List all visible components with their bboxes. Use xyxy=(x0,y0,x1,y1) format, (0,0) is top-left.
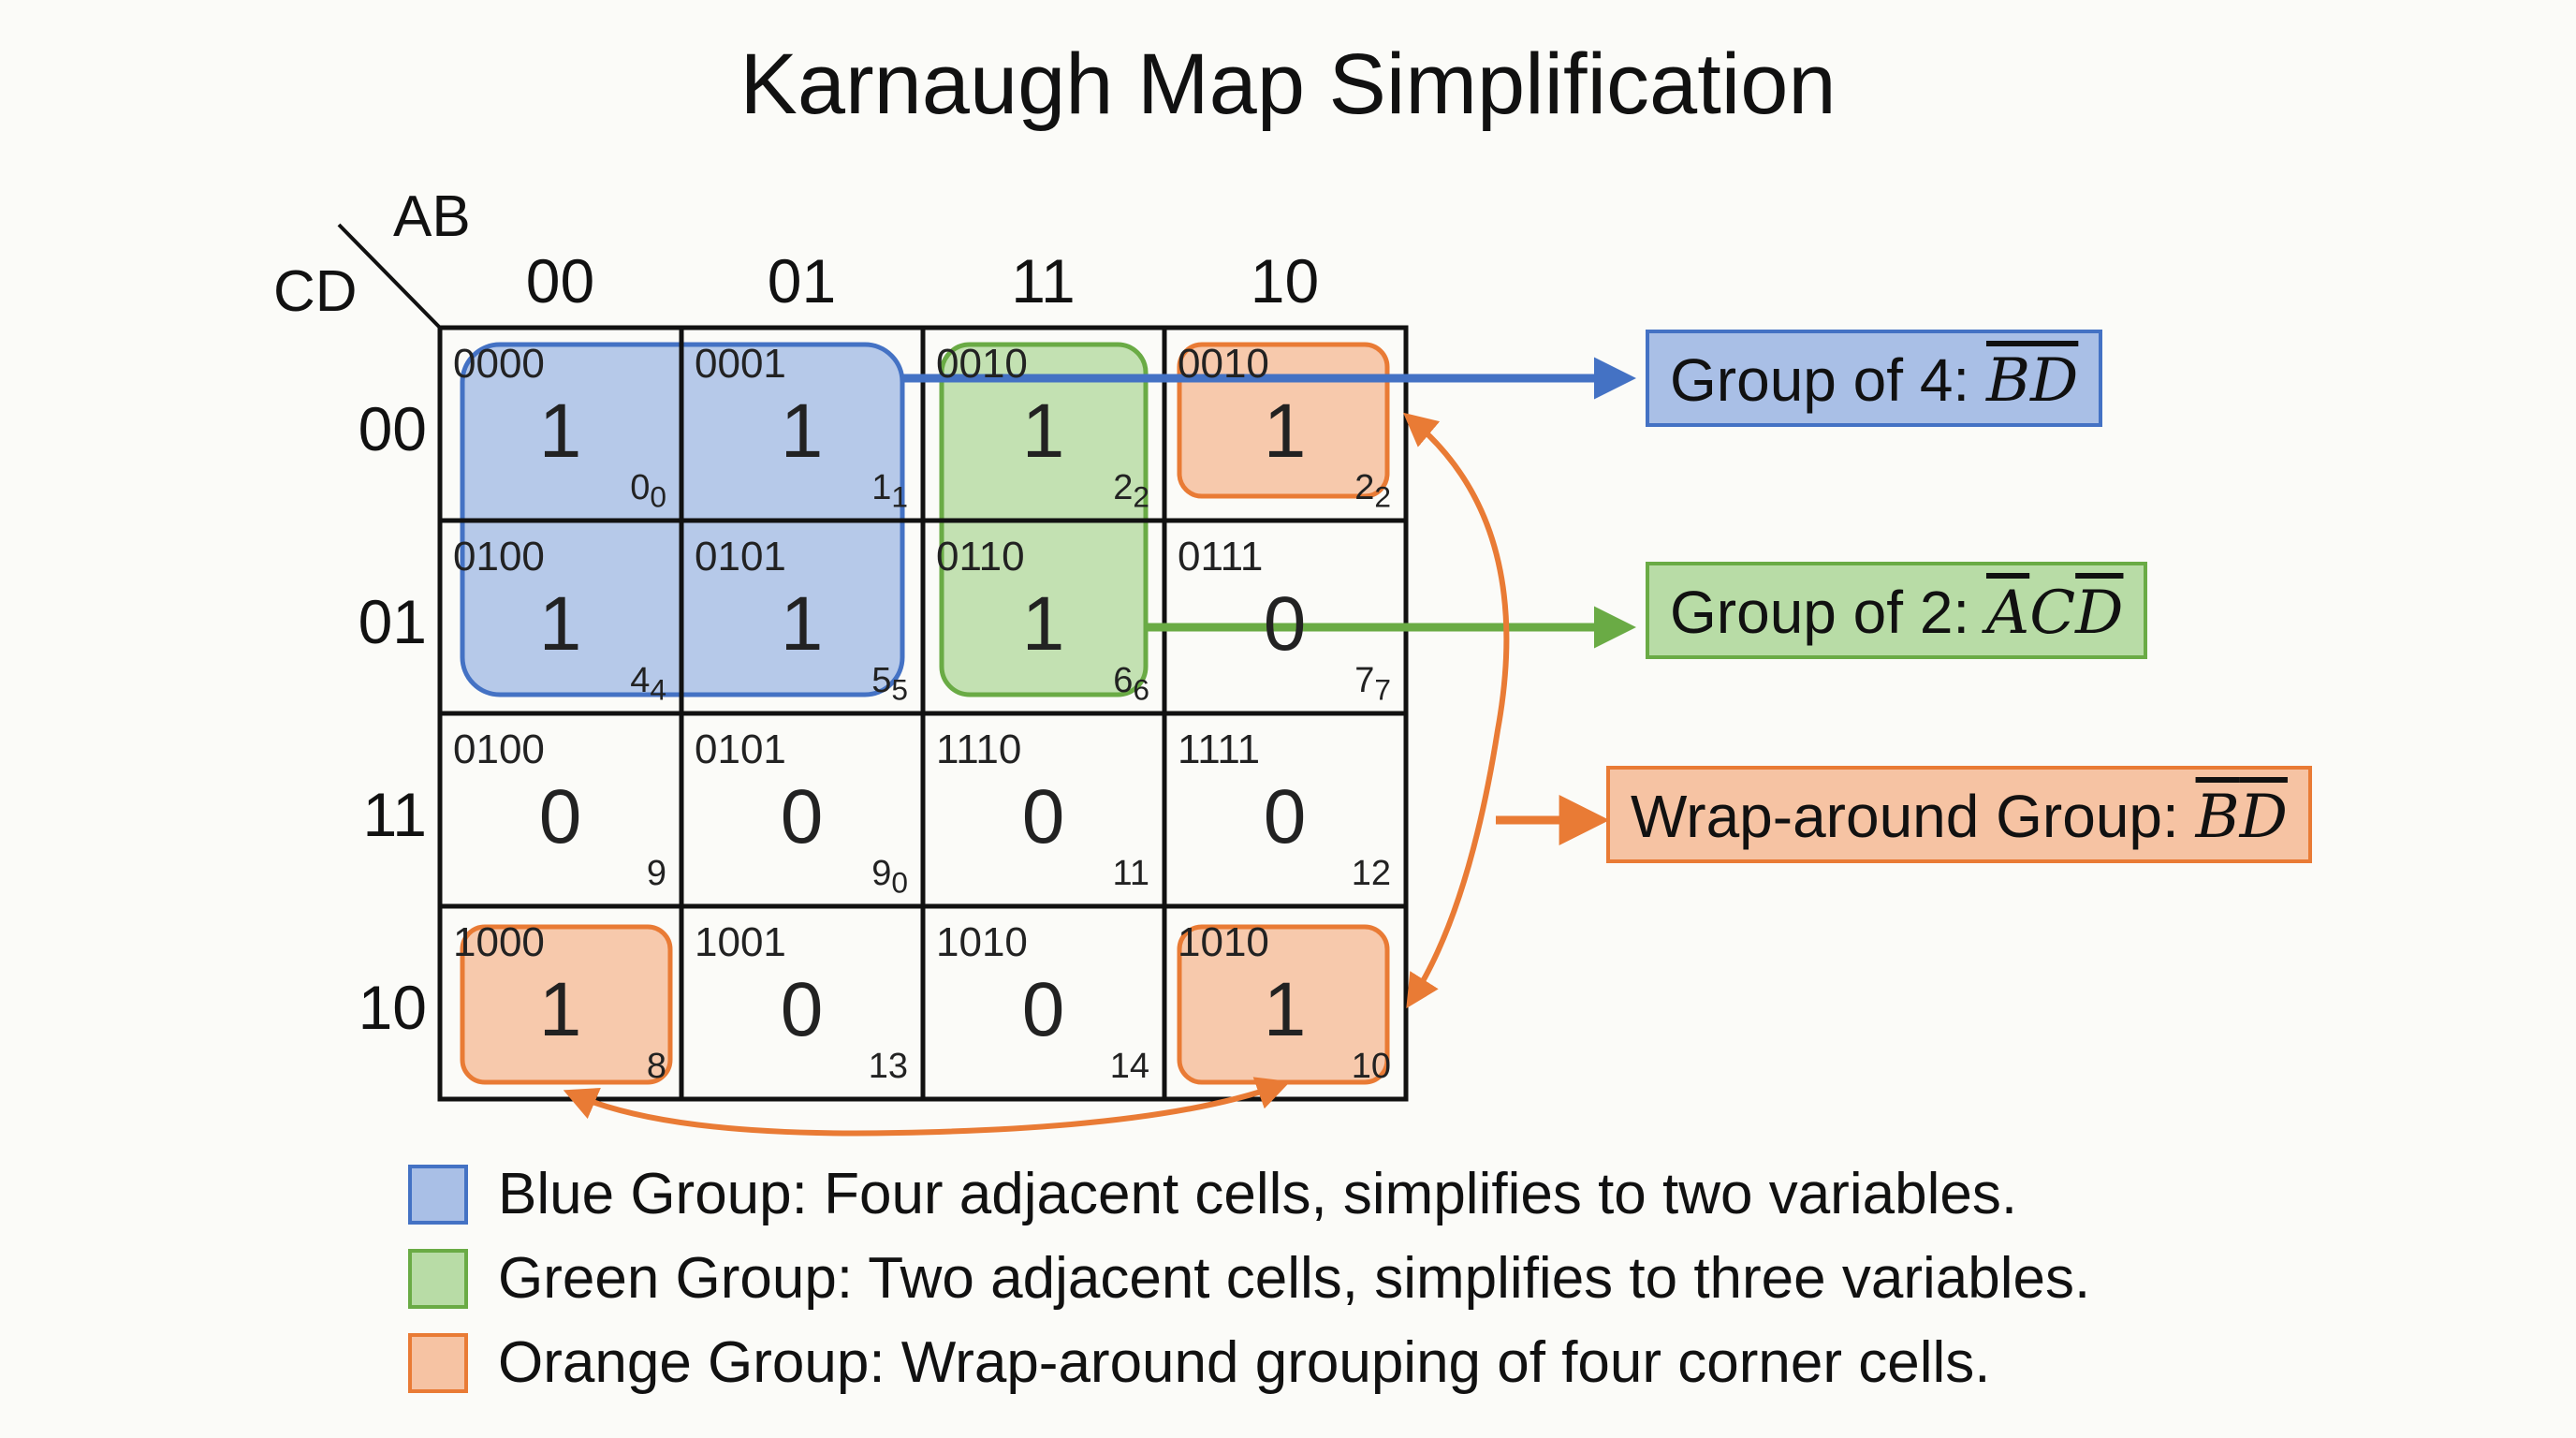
cell-value: 1 xyxy=(1021,389,1065,474)
legend-swatch-green xyxy=(408,1249,468,1309)
cell-code: 1010 xyxy=(936,919,1028,965)
blue-group-expression: BD xyxy=(1986,346,2078,416)
cell-code: 0111 xyxy=(1178,534,1264,580)
legend-text: Green Group: Two adjacent cells, simplif… xyxy=(498,1246,2091,1311)
cell-value: 1 xyxy=(1263,967,1307,1052)
cell-index: 11 xyxy=(871,468,908,514)
cell-index: 22 xyxy=(1113,468,1149,514)
cell-code: 1111 xyxy=(1178,726,1261,772)
cell-code: 0001 xyxy=(695,341,786,387)
columns-variable-label: AB xyxy=(393,184,471,249)
cell-index: 44 xyxy=(630,661,666,707)
cell-code: 1000 xyxy=(453,919,545,965)
cell-index: 8 xyxy=(646,1047,666,1086)
cell-code: 0101 xyxy=(695,726,786,772)
cell-code: 0100 xyxy=(453,534,545,580)
cell-code: 0110 xyxy=(936,534,1025,580)
cell-value: 0 xyxy=(1263,774,1307,859)
row-header: 10 xyxy=(358,973,427,1042)
column-header: 10 xyxy=(1250,246,1320,315)
orange-horizontal-wrap-arrow xyxy=(563,1077,1291,1137)
blue-group-label: Group of 4: BD xyxy=(1646,330,2103,427)
green-group-label: Group of 2: ACD xyxy=(1646,562,2148,659)
cell-index: 9 xyxy=(646,854,666,893)
expression-variable: D xyxy=(2239,783,2288,852)
orange-vertical-wrap-arrow xyxy=(1403,412,1510,1009)
cell-index: 22 xyxy=(1354,468,1391,514)
expression-variable: A xyxy=(1985,579,2030,648)
cell-index: 13 xyxy=(868,1047,908,1086)
expression-variable: B xyxy=(2195,783,2240,852)
cell-index: 11 xyxy=(1112,854,1149,893)
cell-index: 14 xyxy=(1109,1047,1149,1086)
cell-value: 0 xyxy=(1021,967,1065,1052)
green-group-label-text: Group of 2: xyxy=(1670,579,1986,646)
page-title: Karnaugh Map Simplification xyxy=(739,37,1837,132)
cell-value: 1 xyxy=(538,581,582,667)
legend-swatch-blue xyxy=(408,1165,468,1225)
cell-code: 0100 xyxy=(453,726,545,772)
cell-value: 0 xyxy=(1021,774,1065,859)
legend-swatch-orange xyxy=(408,1333,468,1393)
cell-value: 1 xyxy=(1263,389,1307,474)
legend-text: Orange Group: Wrap-around grouping of fo… xyxy=(498,1330,1991,1395)
orange-group-label-text: Wrap-around Group: xyxy=(1631,783,2196,850)
cell-code: 0000 xyxy=(453,341,545,387)
row-header: 01 xyxy=(358,587,427,656)
legend-text: Blue Group: Four adjacent cells, simplif… xyxy=(498,1162,2018,1226)
orange-group-label: Wrap-around Group: BD xyxy=(1606,766,2312,863)
cell-value: 1 xyxy=(780,581,824,667)
cell-index: 66 xyxy=(1113,661,1149,707)
cell-index: 77 xyxy=(1354,661,1391,707)
column-header: 01 xyxy=(767,246,837,315)
cell-code: 0101 xyxy=(695,534,786,580)
expression-variable: D xyxy=(2075,579,2124,648)
row-header: 11 xyxy=(362,780,427,849)
cell-value: 0 xyxy=(1263,581,1307,667)
row-header: 00 xyxy=(358,394,427,463)
cell-value: 0 xyxy=(780,967,824,1052)
cell-value: 1 xyxy=(1021,581,1065,667)
expression-variable: C xyxy=(2029,579,2076,648)
blue-group-label-text: Group of 4: xyxy=(1670,346,1986,414)
cell-code: 0010 xyxy=(1178,341,1269,387)
column-header: 00 xyxy=(525,246,595,315)
cell-value: 1 xyxy=(780,389,824,474)
green-group-expression: ACD xyxy=(1986,579,2124,648)
cell-index: 12 xyxy=(1351,854,1391,893)
cell-value: 1 xyxy=(538,389,582,474)
rows-variable-label: CD xyxy=(273,259,358,324)
cell-code: 1110 xyxy=(936,726,1022,772)
cell-code: 0010 xyxy=(936,341,1028,387)
cell-index: 90 xyxy=(871,854,908,900)
cell-index: 55 xyxy=(871,661,908,707)
cell-code: 1001 xyxy=(695,919,786,965)
cell-code: 1010 xyxy=(1178,919,1269,965)
cell-index: 00 xyxy=(630,468,666,514)
orange-group-expression: BD xyxy=(2196,783,2288,852)
expression-variable: B xyxy=(1985,346,2030,416)
cell-index: 10 xyxy=(1351,1047,1391,1086)
column-header: 11 xyxy=(1011,246,1076,315)
expression-variable: D xyxy=(2030,346,2079,416)
cell-value: 1 xyxy=(538,967,582,1052)
cell-value: 0 xyxy=(538,774,582,859)
cell-value: 0 xyxy=(780,774,824,859)
header-diagonal-line xyxy=(337,223,442,330)
